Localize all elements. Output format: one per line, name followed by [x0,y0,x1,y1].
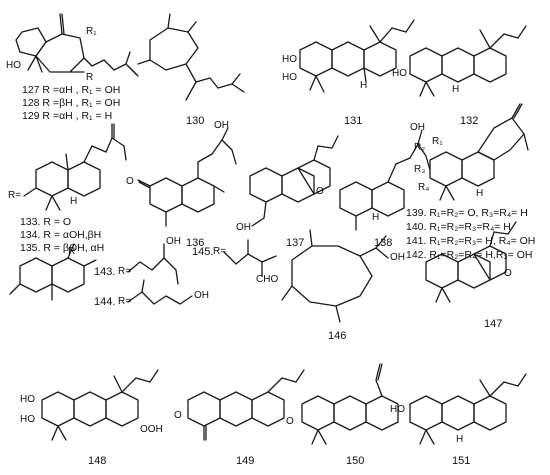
atom-ho-151: HO [390,404,405,415]
label-147: 147 [484,318,503,330]
structure-148 [41,369,159,441]
label-148: 148 [88,455,107,467]
label-144: 144. [94,296,116,308]
label-129: 129 R =αH , R₁ = H [22,110,113,122]
atom-req-143: R= [118,266,132,277]
atom-r3: R₃ [414,164,426,175]
atom-ho-132: HO [392,68,407,79]
structure-127-129 [15,13,139,77]
atom-oh-137: OH [236,222,251,233]
label-132: 132 [460,115,479,127]
label-140: 140. R₁=R₂=R₃=R₄= H [406,221,511,233]
atom-o-149: O [174,410,182,421]
atom-o-147: O [504,268,512,279]
atom-oh-138: OH [410,122,425,133]
atom-o-150: O [286,416,294,427]
atom-h-151: H [456,434,464,445]
atom-r1: R₁ [432,136,443,147]
label-133: 133. R = O [20,216,72,228]
atom-req-133: R= [8,190,22,201]
label-146: 146 [328,330,347,342]
structure-138 [339,129,431,231]
structure-143-145-core [9,243,97,301]
label-145: 145. [192,246,214,258]
structure-131 [299,19,415,93]
atom-o-137: O [316,186,324,197]
atom-cho-145: CHO [256,274,279,285]
label-127: 127 R =αH , R₁ = OH [22,84,121,96]
label-135: 135. R = βOH, αH [20,242,105,254]
atom-o-136: O [126,176,134,187]
structure-136 [137,127,237,227]
label-138: 138 [374,237,393,249]
atom-ho-127: HO [6,60,21,71]
atom-h-138: H [372,212,380,223]
structure-130 [137,13,245,101]
structure-147 [425,221,517,303]
atom-ho-131-a: HO [282,54,297,65]
label-150: 150 [346,455,365,467]
atom-ho-148-b: HO [20,414,35,425]
label-131: 131 [344,115,363,127]
structure-139-142 [429,103,529,201]
atom-req-145: R= [213,246,227,257]
structure-150 [301,363,399,445]
structure-151 [409,373,527,445]
side-chain-144 [127,279,193,305]
label-149: 149 [236,455,255,467]
label-151: 151 [452,455,471,467]
atom-oh-146: OH [390,252,405,263]
label-142: 142. R₁=R₂=R₄= H,R₃= OH [406,249,533,261]
label-130: 130 [186,115,205,127]
label-141: 141. R₁=R₂=R₃= H, R₄= OH [406,235,536,247]
label-143: 143. [94,266,116,278]
side-chain-145 [223,239,277,277]
label-139: 139. R₁=R₂= O, R₃=R₄= H [406,207,528,219]
atom-oh-136: OH [214,120,229,131]
structure-133-135 [23,123,127,211]
atom-req-144: R= [118,296,132,307]
structure-149 [187,369,305,441]
atom-r2: R₂ [414,142,426,153]
atom-r-143core: R [68,246,76,257]
atom-ho-148-a: HO [20,394,35,405]
atom-ooh-148: OOH [140,424,163,435]
label-137: 137 [286,237,305,249]
atom-ho-131-b: HO [282,72,297,83]
atom-r-127: R [86,72,94,83]
structure-137 [249,135,339,227]
atom-h-131: H [360,80,368,91]
label-136: 136 [186,237,205,249]
side-chain-143 [127,243,179,285]
atom-h-139: H [476,188,484,199]
atom-oh-144: OH [194,290,209,301]
label-134: 134. R = αOH,βH [20,229,102,241]
atom-r4: R₄ [418,182,430,193]
structure-132 [409,25,527,97]
label-128: 128 R =βH , R₁ = OH [22,97,121,109]
atom-r1-127: R₁ [86,26,97,37]
atom-h-133: H [70,196,78,207]
atom-h-132: H [452,84,460,95]
structure-146 [281,229,389,323]
atom-oh-143: OH [166,236,181,247]
